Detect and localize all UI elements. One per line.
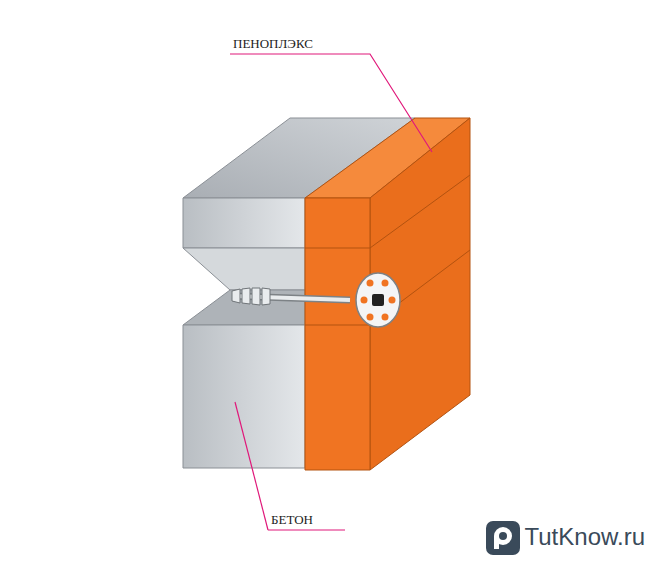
material-label: ПЕНОПЛЭКС bbox=[233, 36, 313, 52]
watermark: TutKnow.ru bbox=[524, 523, 645, 551]
watermark-logo bbox=[486, 521, 520, 555]
penoplex-layer bbox=[305, 118, 470, 470]
material-label: БЕТОН bbox=[271, 512, 313, 528]
dowel-anchor bbox=[232, 273, 400, 327]
leader-lines bbox=[230, 54, 432, 530]
